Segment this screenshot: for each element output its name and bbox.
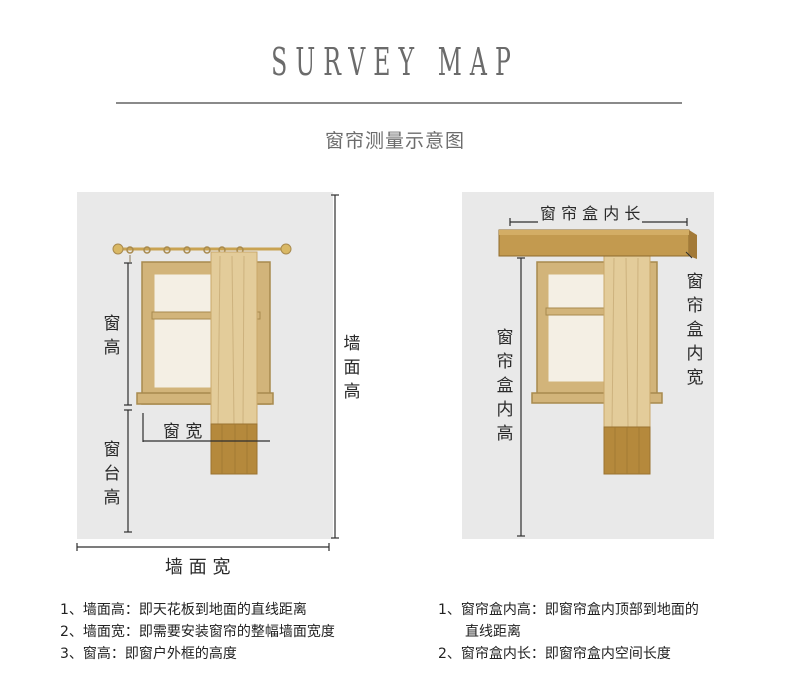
notes-right: 1、窗帘盒内高：即窗帘盒内顶部到地面的 直线距离 2、窗帘盒内长：即窗帘盒内空间… (438, 600, 768, 666)
left-curtain-rod (112, 243, 292, 262)
curtain-box (498, 229, 697, 259)
note-item: 1、窗帘盒内高：即窗帘盒内顶部到地面的 (438, 602, 699, 618)
label-box-inner-width: 窗帘盒内宽 (684, 268, 706, 392)
title-divider (116, 102, 682, 104)
page-title: SURVEY MAP (271, 40, 519, 84)
note-item: 3、窗高：即窗户外框的高度 (60, 646, 237, 662)
note-item-continuation: 直线距离 (465, 624, 521, 640)
label-window-width: 窗 宽 (163, 422, 203, 442)
label-box-inner-length: 窗 帘 盒 内 长 (538, 202, 643, 226)
note-item: 2、窗帘盒内长：即窗帘盒内空间长度 (438, 646, 671, 662)
label-box-inner-height: 窗帘盒内高 (494, 324, 516, 448)
notes-left: 1、墙面高：即天花板到地面的直线距离 2、墙面宽：即需要安装窗帘的整幅墙面宽度 … (60, 600, 390, 666)
left-curtain-panel (210, 251, 258, 475)
left-dimension-lines (76, 194, 339, 551)
right-curtain-panel (603, 254, 651, 475)
label-wall-height: 墙面高 (343, 334, 361, 402)
note-item: 1、墙面高：即天花板到地面的直线距离 (60, 602, 307, 618)
label-sill-height: 窗台高 (101, 436, 123, 512)
page-subtitle: 窗帘测量示意图 (324, 130, 465, 152)
note-item: 2、墙面宽：即需要安装窗帘的整幅墙面宽度 (60, 624, 335, 640)
label-window-height: 窗高 (101, 310, 123, 362)
label-wall-width: 墙 面 宽 (165, 557, 231, 578)
